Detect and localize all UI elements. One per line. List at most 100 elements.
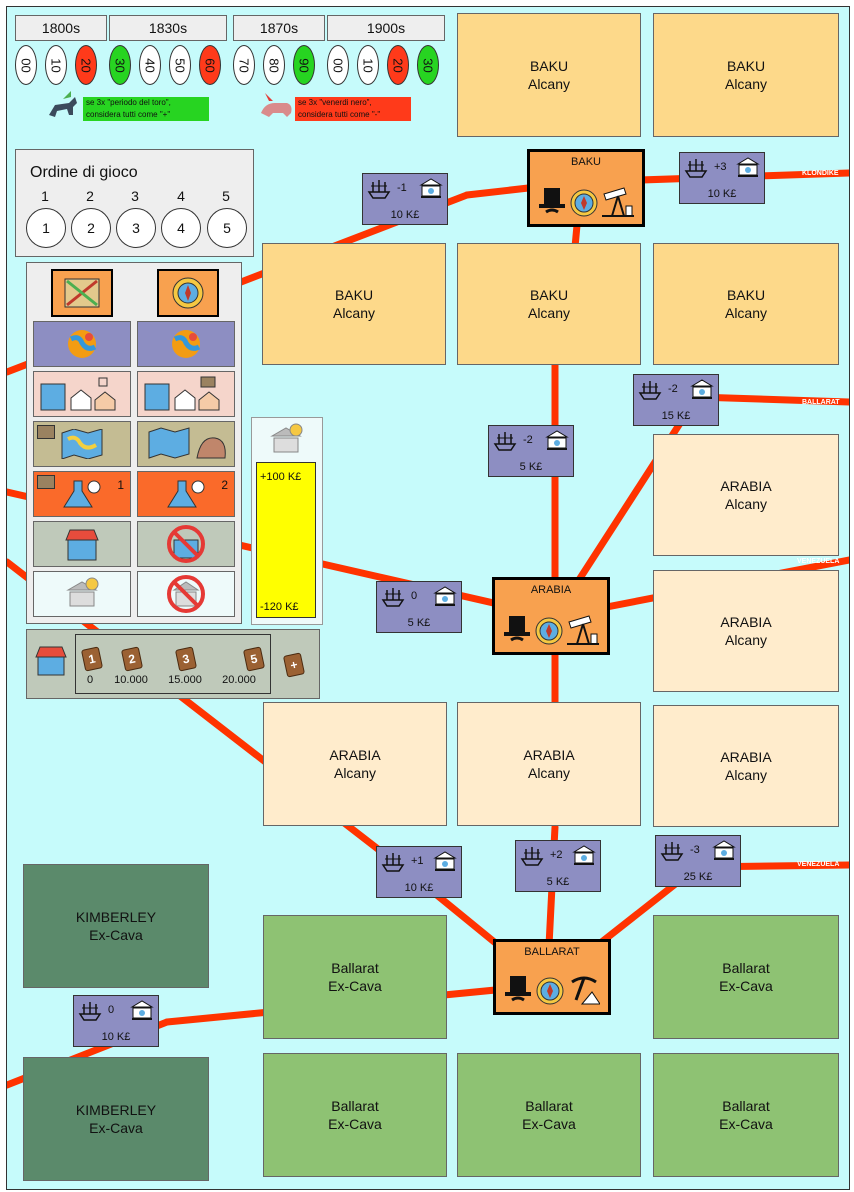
- bank-icon: [712, 840, 736, 860]
- oil-pump-icon: [567, 615, 600, 645]
- era-value-cell[interactable]: 30: [109, 45, 131, 85]
- era-value-cell[interactable]: 20: [75, 45, 97, 85]
- era-value-cell[interactable]: 70: [233, 45, 255, 85]
- bank-blocked-action[interactable]: [137, 571, 235, 617]
- player-token[interactable]: 3: [116, 208, 156, 248]
- destination-venezuela: VENEZUELA: [797, 558, 840, 565]
- turn-position: 5: [222, 188, 230, 204]
- map-action-1[interactable]: [33, 421, 131, 467]
- compass-action-icon[interactable]: [157, 269, 219, 317]
- era-value-cell[interactable]: 00: [15, 45, 37, 85]
- map-action-icon[interactable]: [51, 269, 113, 317]
- shop-value: 10.000: [114, 674, 148, 686]
- lab-action-2[interactable]: 2: [137, 471, 235, 517]
- build-action-1[interactable]: [33, 371, 131, 417]
- gauge-top: +100 K£: [260, 471, 302, 483]
- trade-route[interactable]: -2 15 K£: [633, 374, 719, 426]
- trade-route[interactable]: -1 10 K£: [362, 173, 448, 225]
- world-map-mine-icon: [148, 427, 226, 459]
- era-value-cell[interactable]: 80: [263, 45, 285, 85]
- trade-route[interactable]: +1 10 K£: [376, 846, 462, 898]
- gauge-bottom: -120 K£: [260, 601, 299, 613]
- shop-blocked-action[interactable]: [137, 521, 235, 567]
- map-action-2[interactable]: [137, 421, 235, 467]
- trade-route[interactable]: +3 10 K£: [679, 152, 765, 204]
- turn-position: 1: [41, 188, 49, 204]
- bank-action[interactable]: [33, 571, 131, 617]
- compass-icon: [535, 617, 563, 645]
- bull-icon: [49, 91, 77, 117]
- era-value-cell[interactable]: 20: [387, 45, 409, 85]
- ship-icon: [684, 159, 708, 178]
- trade-route[interactable]: -3 25 K£: [655, 835, 741, 887]
- era-value-cell[interactable]: 10: [357, 45, 379, 85]
- shop-track: 1 2 3 5 0 10.000 15.000 20.000 +: [26, 629, 320, 699]
- turn-position: 3: [131, 188, 139, 204]
- bank-icon: [130, 1000, 154, 1020]
- era-value-cell[interactable]: 10: [45, 45, 67, 85]
- ship-icon: [78, 1002, 102, 1021]
- add-card-button[interactable]: +: [282, 652, 306, 678]
- flask-icon: [167, 480, 205, 508]
- player-token[interactable]: 1: [26, 208, 66, 248]
- world-map-icon: [61, 429, 103, 459]
- trade-route[interactable]: +2 5 K£: [515, 840, 601, 892]
- era-label: 1800s: [15, 15, 107, 41]
- globe-icon: [68, 330, 97, 358]
- explore-action-1[interactable]: [33, 321, 131, 367]
- bear-market-note: se 3x "venerdi nero", considera tutti co…: [295, 97, 411, 121]
- bank-gauge[interactable]: +100 K£ -120 K£: [256, 462, 316, 618]
- era-value-cell[interactable]: 00: [327, 45, 349, 85]
- bank-icon: [419, 178, 443, 198]
- city-ballarat[interactable]: BALLARAT: [493, 939, 611, 1015]
- player-token[interactable]: 2: [71, 208, 111, 248]
- flask-icon: [63, 480, 101, 508]
- era-value-cell[interactable]: 30: [417, 45, 439, 85]
- bank-icon: [572, 845, 596, 865]
- bank-coin-icon: [66, 577, 99, 607]
- city-arabia[interactable]: ARABIA: [492, 577, 610, 655]
- trade-route[interactable]: 0 10 K£: [73, 995, 159, 1047]
- bank-icon: [690, 379, 714, 399]
- build-action-2[interactable]: [137, 371, 235, 417]
- shop-action[interactable]: [33, 521, 131, 567]
- lab-action-1[interactable]: 1: [33, 471, 131, 517]
- era-value-cell[interactable]: 40: [139, 45, 161, 85]
- city-baku[interactable]: BAKU: [527, 149, 645, 227]
- shop-levels: [75, 634, 271, 694]
- explore-action-2[interactable]: [137, 321, 235, 367]
- ship-icon: [520, 847, 544, 866]
- trade-route[interactable]: 0 5 K£: [376, 581, 462, 633]
- era-value-cell[interactable]: 60: [199, 45, 221, 85]
- pickaxe-mine-icon: [571, 976, 601, 1005]
- oil-pump-icon: [602, 187, 635, 217]
- player-token[interactable]: 4: [161, 208, 201, 248]
- ship-icon: [381, 853, 405, 872]
- era-value-cell[interactable]: 90: [293, 45, 315, 85]
- bank-icon: [433, 851, 457, 871]
- era-label: 1870s: [233, 15, 325, 41]
- trade-route[interactable]: -2 5 K£: [488, 425, 574, 477]
- era-value-cell[interactable]: 50: [169, 45, 191, 85]
- ship-icon: [638, 381, 662, 400]
- bear-icon: [261, 93, 292, 117]
- player-token[interactable]: 5: [207, 208, 247, 248]
- route-ballarat-east: [693, 393, 849, 406]
